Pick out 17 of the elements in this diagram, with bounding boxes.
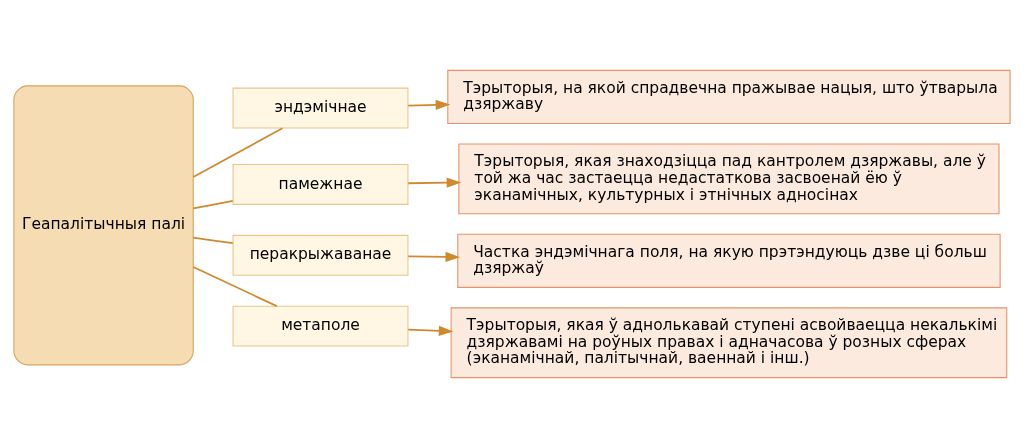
node-box: метаполе <box>232 305 409 347</box>
arrow <box>407 177 462 188</box>
node-box: Тэрыторыя, якая ў аднолькавай ступені асвойваецца некалькімі дзяржавамі на роўных правах і адначасова ў розных сферах (эканамічнай, палітычнай, ваеннай і інш.) <box>450 306 1008 378</box>
node-box: Геапалітычныя палі <box>13 84 194 365</box>
connector <box>192 265 278 307</box>
node-box: эндэмічнае <box>232 87 409 129</box>
arrow <box>407 251 461 262</box>
node-box: Тэрыторыя, якая знаходзіцца пад кантролем дзяржавы, але ў той жа час застаецца недастаткова засвоенай ёю ў эканамічных, культурных і этнічных адносінах <box>458 142 1000 214</box>
node-box: Тэрыторыя, на якой спрадвечна пражывае нацыя, што ўтварыла дзяржаву <box>447 69 1011 124</box>
connector <box>192 126 284 178</box>
connector <box>192 199 234 209</box>
node-box: перакрыжаванае <box>232 234 409 276</box>
arrow <box>407 99 451 110</box>
arrow <box>407 325 454 336</box>
node-box: Частка эндэмічнага поля, на якую прэтэндуюць дзве ці больш дзяржаў <box>457 233 1001 288</box>
connector <box>192 236 234 244</box>
node-box: памежнае <box>232 163 409 205</box>
